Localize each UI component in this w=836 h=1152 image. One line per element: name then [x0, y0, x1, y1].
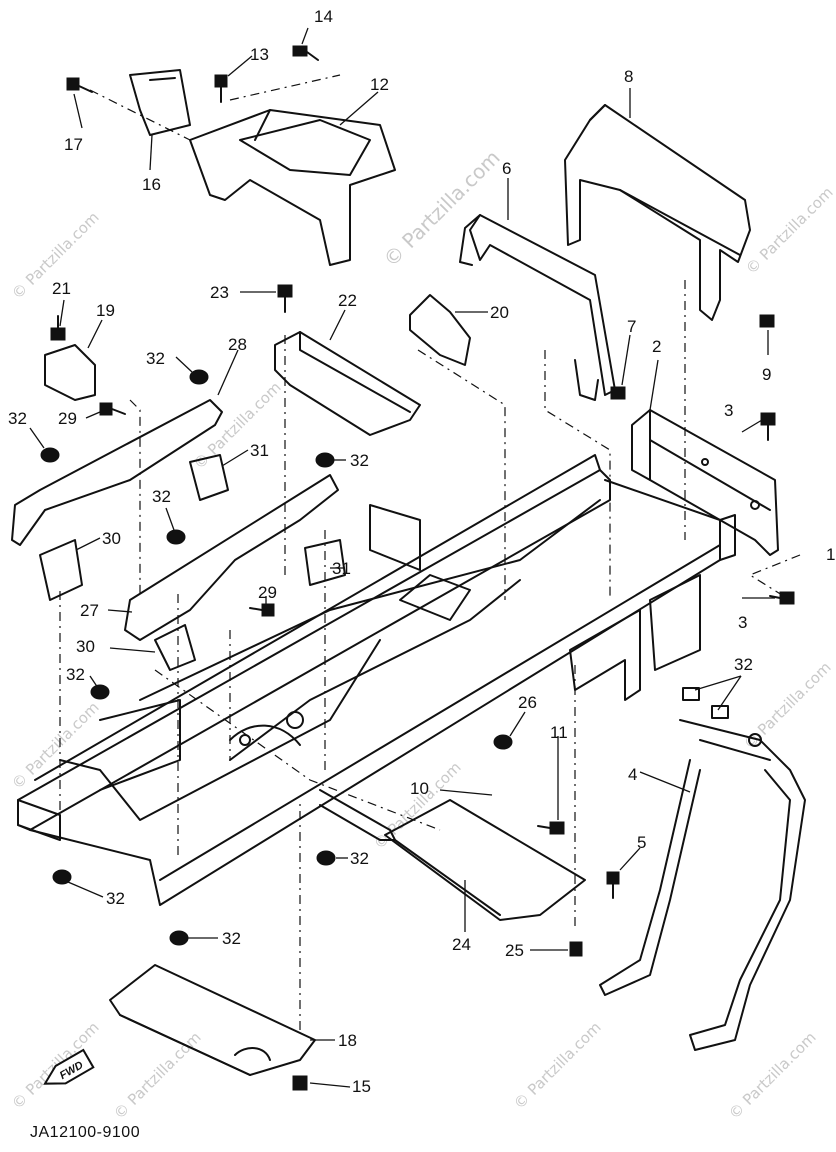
callout-28: 28: [228, 335, 247, 354]
grommet-icon: [316, 850, 336, 866]
grommet-icon: [52, 869, 72, 885]
callout-11: 11: [550, 723, 568, 742]
diagram-code: JA12100-9100: [30, 1124, 141, 1141]
bolt-icon: [759, 314, 775, 328]
callout-8: 8: [624, 67, 633, 86]
upper-supports: [129, 69, 396, 266]
bolt-icon: [292, 45, 319, 61]
callout-21: 21: [52, 279, 71, 298]
callout-18: 18: [338, 1031, 357, 1050]
callout-32: 32: [350, 849, 369, 868]
skid-plates: [109, 799, 586, 1076]
bolt-icon: [292, 1075, 308, 1091]
bolt-icon: [277, 284, 293, 313]
bolt-icon: [50, 315, 66, 341]
grommet-icon: [682, 687, 729, 719]
bolt-icon: [214, 74, 228, 103]
callout-6: 6: [502, 159, 511, 178]
callout-31: 31: [250, 441, 269, 460]
bolt-icon: [769, 591, 795, 605]
callout-32: 32: [146, 349, 165, 368]
callout-30: 30: [76, 637, 95, 656]
callout-32: 32: [8, 409, 27, 428]
watermark-mid-4: © Partzilla.com: [110, 1028, 205, 1123]
watermark-right-top: © Partzilla.com: [742, 183, 836, 278]
grommet-icon: [315, 452, 335, 468]
bolt-icon: [610, 386, 626, 400]
grommet-icon: [169, 930, 189, 946]
callout-17: 17: [64, 135, 83, 154]
callout-32: 32: [106, 889, 125, 908]
hardware: [40, 45, 795, 1091]
callout-3: 3: [738, 613, 747, 632]
front-bracket: [631, 409, 779, 556]
assembly-lines: [59, 74, 801, 1030]
callout-27: 27: [80, 601, 99, 620]
grommet-icon: [493, 734, 513, 750]
rear-bar: [599, 719, 806, 1051]
callout-32: 32: [222, 929, 241, 948]
bolt-icon: [99, 402, 126, 416]
callout-29: 29: [58, 409, 77, 428]
callout-26: 26: [518, 693, 537, 712]
bolt-icon: [569, 941, 583, 957]
callout-labels: 1 2 3 3 4 5 6 7 8 9 10 11 12 13 14 15 16…: [8, 7, 835, 1096]
grommet-icon: [166, 529, 186, 545]
upper-guards: [459, 104, 751, 401]
callout-4: 4: [628, 765, 637, 784]
callout-3: 3: [724, 401, 733, 420]
callout-22: 22: [338, 291, 357, 310]
callout-12: 12: [370, 75, 389, 94]
bolt-icon: [66, 77, 93, 93]
forward-arrow-icon: FWD: [43, 1048, 95, 1085]
callout-29: 29: [258, 583, 277, 602]
callout-25: 25: [505, 941, 524, 960]
callout-30: 30: [102, 529, 121, 548]
callout-14: 14: [314, 7, 333, 26]
cross-members: [11, 294, 471, 641]
callout-32: 32: [152, 487, 171, 506]
grommet-icon: [90, 684, 110, 700]
callout-23: 23: [210, 283, 229, 302]
callout-7: 7: [627, 317, 636, 336]
callout-13: 13: [250, 45, 269, 64]
callout-32: 32: [66, 665, 85, 684]
callout-1: 1: [826, 545, 835, 564]
callout-20: 20: [490, 303, 509, 322]
leader-lines: [29, 27, 775, 1088]
bolt-icon: [537, 821, 565, 835]
callout-10: 10: [410, 779, 429, 798]
callout-9: 9: [762, 365, 771, 384]
main-frame: [17, 454, 736, 906]
callout-5: 5: [637, 833, 646, 852]
callout-16: 16: [142, 175, 161, 194]
bolt-icon: [249, 603, 275, 617]
engine-mounts: [39, 454, 346, 671]
callout-31: 31: [332, 559, 351, 578]
callout-33: 32: [734, 655, 753, 674]
grommet-icon: [189, 369, 209, 385]
watermark-mid-1: © Partzilla.com: [370, 758, 465, 853]
watermark-right-bottom: © Partzilla.com: [725, 1028, 820, 1123]
callout-19: 19: [96, 301, 115, 320]
bolt-icon: [760, 412, 776, 441]
grommet-icon: [40, 447, 60, 463]
callout-15: 15: [352, 1077, 371, 1096]
callout-32: 32: [350, 451, 369, 470]
callout-24: 24: [452, 935, 471, 954]
callout-2: 2: [652, 337, 661, 356]
bolt-icon: [606, 871, 620, 899]
watermark-mid-2: © Partzilla.com: [510, 1018, 605, 1113]
